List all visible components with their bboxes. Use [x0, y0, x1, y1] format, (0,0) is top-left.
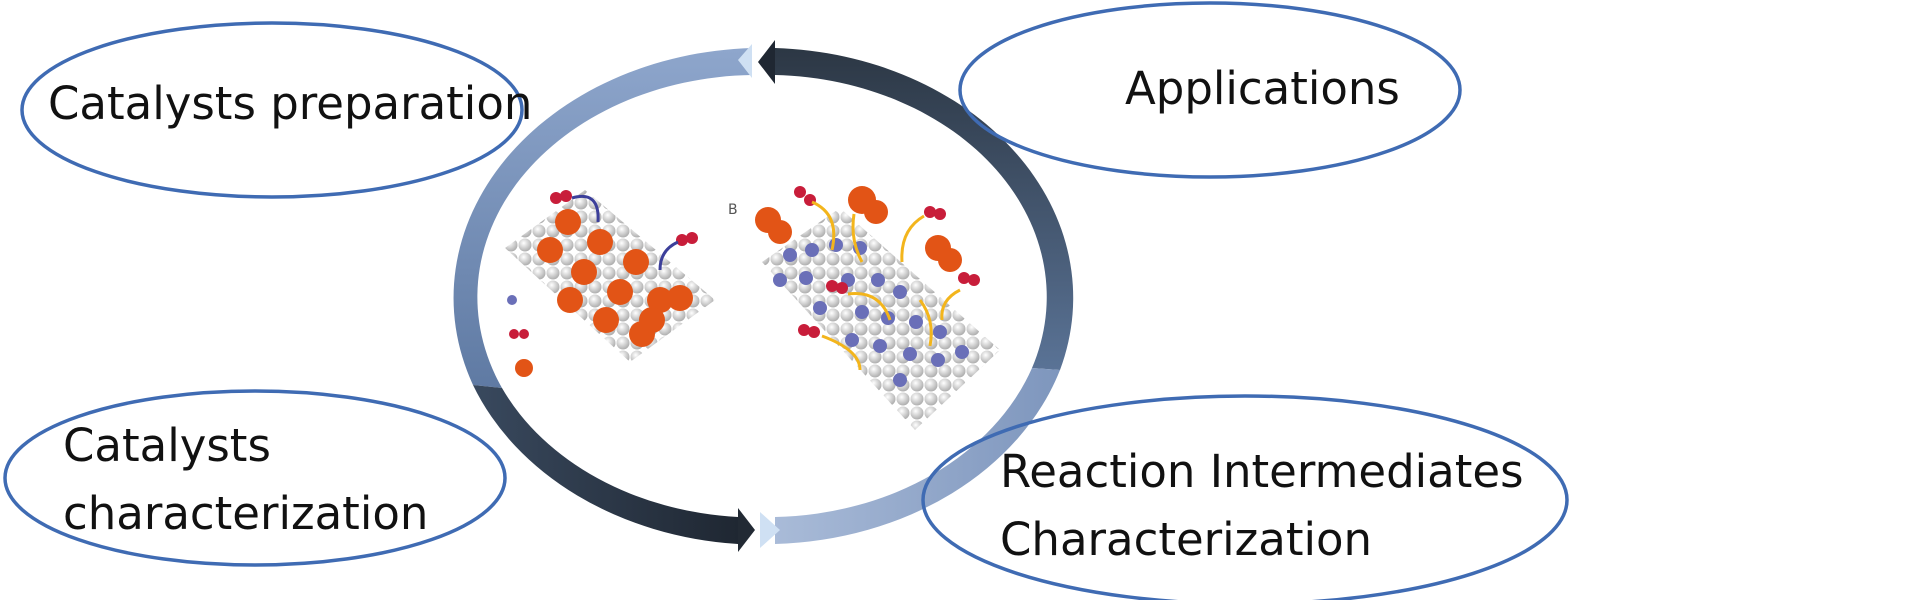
arc-top-right: [775, 48, 1074, 370]
node-label-applications: Applications: [1125, 62, 1400, 115]
node-label-line: Catalysts: [63, 419, 271, 472]
arc-bottom-right: [775, 368, 1060, 544]
arc-top-left: [453, 48, 752, 388]
adsorbate-field-right: [773, 238, 969, 387]
node-label-reaction-intermediates: Reaction Intermediates Characterization: [1000, 438, 1524, 574]
node-label-line: Characterization: [1000, 513, 1373, 566]
surface-slab-left: [505, 190, 715, 362]
node-ellipse-reaction-intermediates: [921, 394, 1569, 600]
node-label-line: characterization: [63, 487, 429, 540]
panel-letter: B: [728, 202, 738, 218]
node-label-line: Reaction Intermediates: [1000, 445, 1524, 498]
node-ellipse-catalysts-preparation: [20, 21, 524, 199]
arrowhead-bottom: [738, 508, 755, 552]
arrow-tip-top: [738, 44, 752, 78]
arrow-tip-bottom: [760, 512, 780, 548]
adsorbate-left: [507, 190, 698, 377]
node-label-catalysts-characterization: Catalysts characterization: [63, 412, 428, 548]
catalyst-surface-illustration: B: [505, 186, 1000, 430]
cluster-group-left: [537, 209, 693, 347]
node-ellipse-catalysts-characterization: [3, 389, 507, 567]
node-ellipse-applications: [958, 1, 1462, 179]
cluster-group-right: [755, 186, 962, 272]
node-label-catalysts-preparation: Catalysts preparation: [48, 77, 533, 130]
surface-slab-right: [762, 208, 1000, 430]
arrowhead-top: [758, 40, 775, 84]
arc-bottom-left: [473, 385, 738, 544]
adsorbate-red-right: [794, 186, 980, 338]
flow-arrows: [811, 200, 961, 371]
cycle-arrow-icon: [453, 40, 1074, 552]
